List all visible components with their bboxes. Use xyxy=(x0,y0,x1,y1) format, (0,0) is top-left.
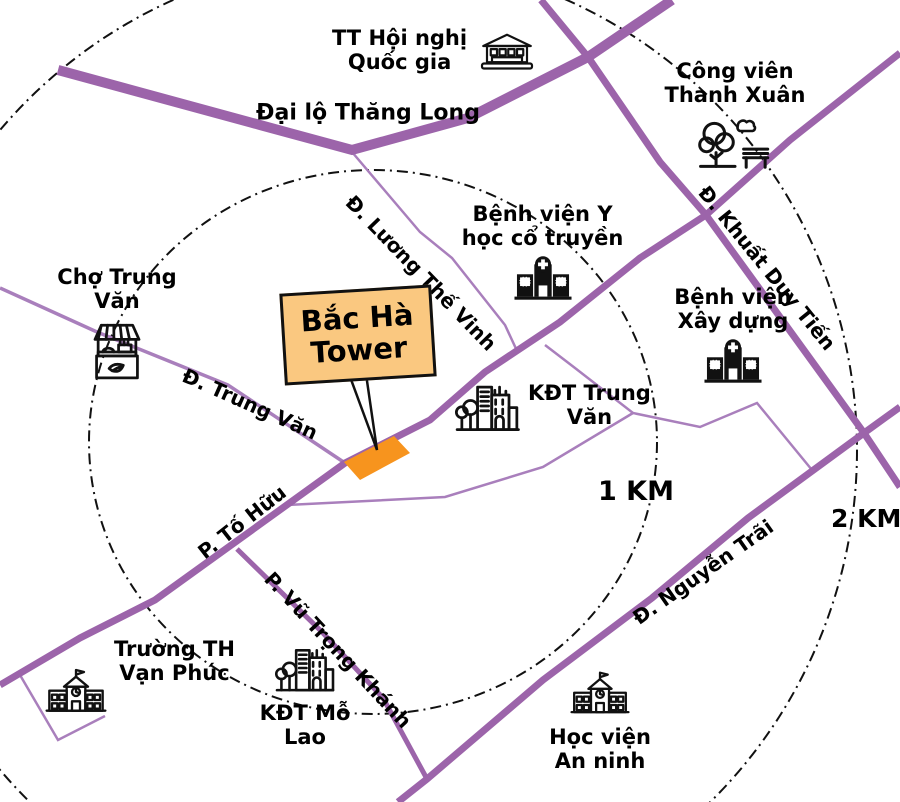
market-stall-icon xyxy=(93,323,141,380)
ring-1km xyxy=(88,169,658,715)
road-minor-street-south xyxy=(286,411,634,507)
landmark-label: KĐT Trung Văn xyxy=(528,381,651,429)
city-icon xyxy=(454,385,520,431)
ring-label-2km: 2 KM xyxy=(831,504,900,533)
landmark-label: KĐT Mỗ Lao xyxy=(259,701,351,749)
road-dai-lo-thang-long xyxy=(56,0,675,156)
landmark-benh-vien-y-hoc-co-truyen: Bệnh viện Y học cổ truyền xyxy=(435,202,650,301)
landmark-kdt-mo-lao: KĐT Mỗ Lao xyxy=(246,640,364,749)
landmark-label: Học viện An ninh xyxy=(549,725,651,773)
landmark-label: TT Hội nghị Quốc gia xyxy=(332,26,468,74)
road-minor-street-west xyxy=(18,674,106,742)
road-minor-street-east xyxy=(544,344,813,471)
park-icon xyxy=(698,119,770,169)
road-p-vu-trong-khanh xyxy=(235,547,430,781)
landmark-cho-trung-van: Chợ Trung Văn xyxy=(52,265,182,385)
ring-label-1km: 1 KM xyxy=(598,476,674,507)
road-p-to-huu xyxy=(0,50,900,689)
ring-2km xyxy=(0,0,858,802)
road-d-trung-van xyxy=(0,286,346,465)
landmark-label: Trường TH Vạn Phúc xyxy=(114,637,235,685)
callout-pointer xyxy=(347,372,379,451)
government-building-icon xyxy=(481,33,534,70)
road-label-dai-lo-thang-long: Đại lộ Thăng Long xyxy=(256,100,480,126)
hospital-icon xyxy=(704,339,762,383)
road-d-luong-the-vinh xyxy=(351,151,520,354)
landmark-cong-vien-thanh-xuan: Công viên Thanh Xuân xyxy=(660,59,810,175)
landmark-label: Bệnh viện Y học cổ truyền xyxy=(461,202,624,250)
landmark-tt-hoi-nghi-quoc-gia: TT Hội nghị Quốc gia xyxy=(332,26,537,76)
landmark-truong-th-van-phuc: Trường TH Vạn Phúc xyxy=(44,637,235,716)
city-icon xyxy=(274,649,335,692)
landmark-label: Chợ Trung Văn xyxy=(57,265,177,313)
road-d-khuat-duy-tien xyxy=(538,0,900,489)
tower-callout: Bắc Hà Tower xyxy=(279,284,437,386)
tower-site-marker xyxy=(344,436,410,480)
hospital-icon xyxy=(513,256,572,300)
landmark-label: Bệnh viện Xây dựng xyxy=(674,285,792,333)
landmark-benh-vien-xay-dung: Bệnh viện Xây dựng xyxy=(648,285,818,384)
school-icon xyxy=(45,668,107,712)
landmark-label: Công viên Thanh Xuân xyxy=(664,59,806,107)
landmark-hoc-vien-an-ninh: Học viện An ninh xyxy=(520,670,680,773)
landmark-kdt-trung-van: KĐT Trung Văn xyxy=(454,376,651,436)
school-icon xyxy=(570,671,630,714)
